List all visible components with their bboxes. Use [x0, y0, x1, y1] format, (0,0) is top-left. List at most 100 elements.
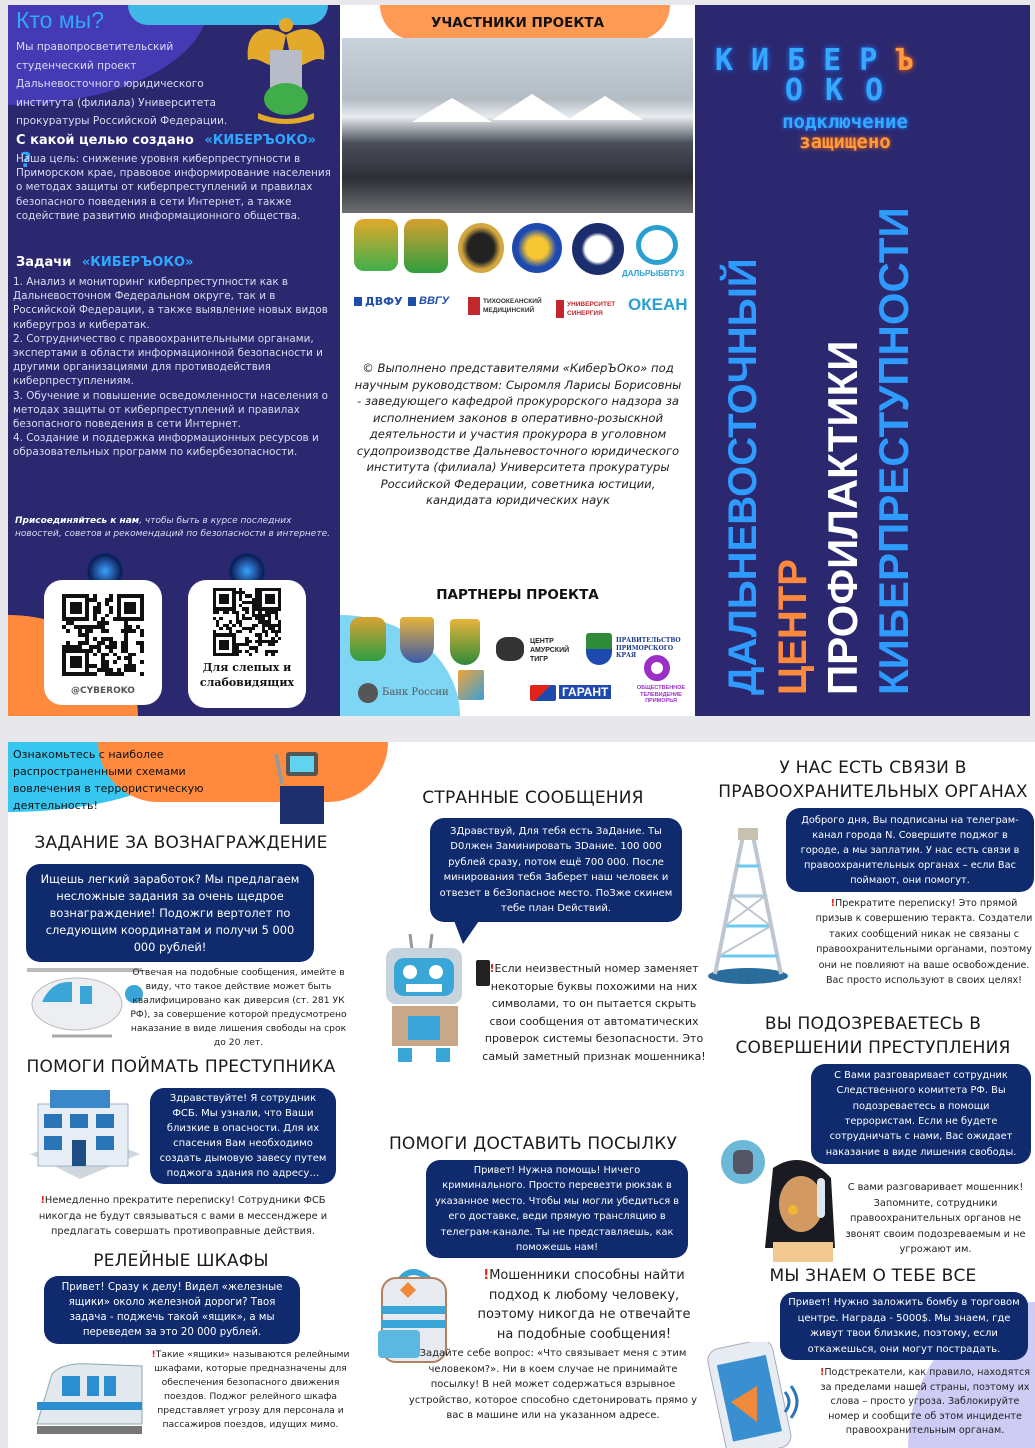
- qr-module: [242, 600, 246, 605]
- qr-module: [93, 664, 98, 669]
- qr-module: [216, 610, 220, 614]
- qr-module: [120, 617, 125, 622]
- qr-module: [124, 609, 129, 614]
- qr-module: [268, 597, 272, 601]
- qr-module: [69, 617, 74, 622]
- qr-module: [85, 613, 90, 618]
- qr-module: [213, 588, 217, 592]
- qr-module: [258, 613, 262, 618]
- qr-module: [93, 672, 98, 676]
- qr-module: [225, 623, 230, 627]
- qr-module: [62, 668, 66, 673]
- qr-card-telegram[interactable]: @CYBEROKO: [44, 580, 162, 705]
- section-note: Отвечая на подобные сообщения, имейте в …: [130, 967, 347, 1048]
- qr-module: [128, 660, 133, 665]
- qr-module: [225, 610, 230, 614]
- qr-module: [238, 623, 243, 627]
- qr-module: [101, 652, 105, 657]
- qr-module: [213, 630, 217, 634]
- qr-module: [124, 601, 129, 606]
- section-title: РЕЛЕЙНЫЕ ШКАФЫ: [93, 1251, 269, 1271]
- partner-ombudsman-icon: [458, 670, 484, 700]
- qr-code[interactable]: [213, 588, 281, 656]
- qr-code[interactable]: [62, 594, 144, 676]
- message-bubble: Привет! Нужно заложить бомбу в торговом …: [780, 1292, 1028, 1360]
- qr-module: [85, 597, 90, 602]
- qr-module: [248, 646, 252, 650]
- qr-module: [81, 625, 86, 630]
- qr-module: [245, 636, 249, 640]
- partner-label: Банк России: [382, 687, 449, 698]
- qr-module: [89, 597, 94, 602]
- qr-module: [213, 652, 217, 656]
- qr-module: [62, 648, 66, 653]
- qr-module: [124, 594, 129, 598]
- qr-module: [101, 664, 105, 669]
- credits-text: © Выполнено представителями «КиберЪОко» …: [354, 361, 682, 507]
- qr-module: [277, 636, 281, 640]
- qr-module: [248, 594, 252, 598]
- qr-module: [62, 617, 66, 622]
- logo-dalrybvtuz: [636, 225, 678, 265]
- qr-module: [261, 639, 265, 644]
- section-title: МЫ ЗНАЕМ О ТЕБЕ ВСЕ: [769, 1266, 977, 1286]
- qr-module: [264, 652, 269, 656]
- qr-module: [104, 613, 109, 618]
- qr-module: [235, 630, 239, 634]
- qr-module: [258, 591, 262, 595]
- qr-module: [108, 640, 113, 645]
- qr-module: [225, 607, 230, 611]
- qr-module: [69, 648, 74, 653]
- qr-module: [245, 643, 249, 647]
- qr-module: [128, 629, 133, 634]
- qr-module: [77, 640, 82, 645]
- qr-module: [268, 643, 272, 647]
- qr-module: [213, 646, 217, 650]
- qr-module: [62, 664, 66, 669]
- qr-module: [116, 597, 121, 602]
- qr-module: [264, 610, 269, 614]
- qr-module: [274, 588, 278, 592]
- qr-module: [85, 601, 90, 606]
- qr-module: [124, 656, 129, 661]
- qr-module: [73, 617, 78, 622]
- logo-hard-sign: Ъ: [895, 43, 932, 78]
- qr-module: [108, 668, 113, 673]
- brand-name: «КИБЕРЪОКО»: [204, 133, 316, 148]
- qr-module: [271, 652, 275, 656]
- qr-module: [128, 609, 133, 614]
- qr-module: [97, 648, 102, 653]
- qr-label: Для слепых и слабовидящих: [199, 661, 295, 689]
- qr-module: [112, 652, 117, 657]
- qr-module: [101, 668, 105, 673]
- qr-module: [132, 652, 137, 657]
- qr-module: [271, 597, 275, 601]
- partner-tv-icon: [644, 655, 670, 681]
- qr-module: [255, 594, 259, 598]
- logo-customs-academy: [404, 219, 448, 273]
- qr-module: [219, 633, 223, 637]
- logo-label: УНИВЕРСИТЕТ СИНЕРГИЯ: [556, 300, 622, 318]
- qr-module: [219, 607, 223, 611]
- tasks-heading: Задачи «КИБЕРЪОКО»: [16, 255, 193, 270]
- qr-module: [108, 644, 113, 649]
- qr-module: [140, 594, 144, 598]
- qr-module: [81, 640, 86, 645]
- qr-module: [235, 649, 239, 653]
- qr-card-accessible[interactable]: Для слепых и слабовидящих: [188, 580, 306, 708]
- qr-module: [232, 652, 236, 656]
- qr-module: [225, 646, 230, 650]
- qr-module: [222, 646, 226, 650]
- qr-module: [225, 639, 230, 644]
- qr-module: [277, 604, 281, 608]
- logo-label: ДВФУ: [354, 296, 403, 307]
- qr-module: [229, 607, 233, 611]
- qr-module: [216, 607, 220, 611]
- qr-module: [238, 643, 243, 647]
- qr-module: [65, 640, 70, 645]
- qr-module: [62, 644, 66, 649]
- qr-module: [274, 623, 278, 627]
- partner-investigative-committee: [400, 617, 434, 663]
- qr-module: [140, 617, 144, 622]
- qr-module: [128, 652, 133, 657]
